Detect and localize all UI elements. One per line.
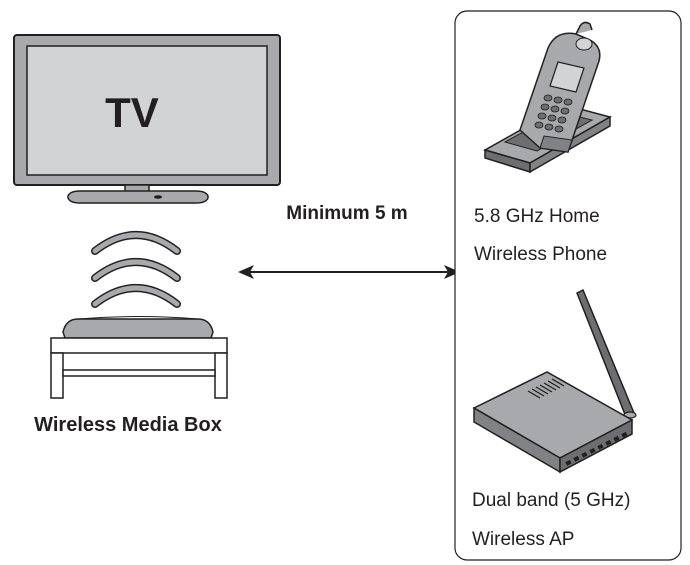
media-box-label: Wireless Media Box (34, 414, 222, 436)
cordless-phone: 5.8 GHz Home Wireless Phone (474, 21, 612, 265)
distance-arrow: Minimum 5 m (238, 203, 460, 279)
tv: TV (13, 34, 281, 204)
distance-label: Minimum 5 m (286, 203, 407, 224)
phone-label-line2: Wireless Phone (474, 244, 607, 265)
phone-label-line1: 5.8 GHz Home (474, 206, 600, 227)
ap-label-line1: Dual band (5 GHz) (472, 490, 630, 511)
tv-label: TV (105, 89, 159, 136)
wireless-media-box: Wireless Media Box (34, 316, 228, 436)
wireless-signal-icon (91, 231, 181, 308)
wireless-access-point: Dual band (5 GHz) Wireless AP (472, 288, 637, 550)
ap-label-line2: Wireless AP (472, 529, 574, 550)
